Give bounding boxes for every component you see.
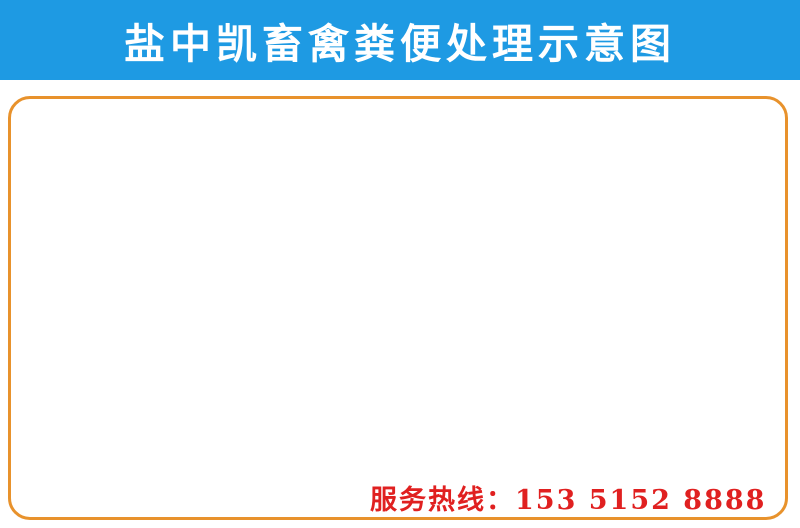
page-title: 盐中凯畜禽粪便处理示意图: [124, 20, 676, 68]
title-banner: [0, 0, 800, 80]
service-hotline: 服务热线：153 5152 8888: [370, 485, 767, 516]
content-frame: [8, 96, 788, 520]
banner-underline: [0, 80, 800, 84]
